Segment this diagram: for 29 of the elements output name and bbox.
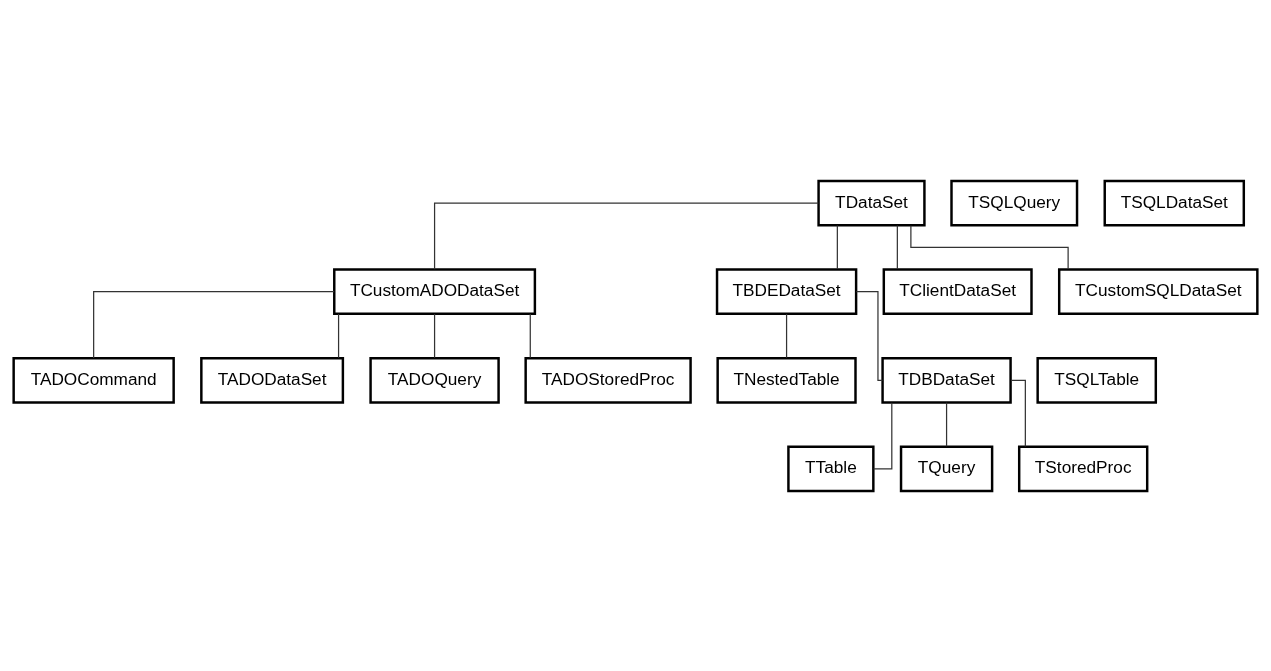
node-box: TADODataSet xyxy=(200,356,345,404)
node-box: TBDEDataSet xyxy=(715,267,858,315)
node-box: TTable xyxy=(787,445,875,492)
node-box: TNestedTable xyxy=(716,356,857,404)
connector xyxy=(896,224,898,270)
connector xyxy=(785,312,788,358)
node-box: TADOStoredProc xyxy=(524,356,692,404)
connector xyxy=(872,401,893,470)
connector xyxy=(529,312,531,358)
connector xyxy=(337,312,340,358)
connector xyxy=(433,201,819,270)
connector xyxy=(945,401,948,447)
connector xyxy=(855,290,884,381)
node-box: TCustomSQLDataSet xyxy=(1057,267,1259,315)
node-box: TQuery xyxy=(899,445,994,492)
connector xyxy=(910,224,1069,270)
connector xyxy=(836,224,838,270)
node-box: TStoredProc xyxy=(1017,445,1149,492)
node-box: TSQLTable xyxy=(1036,356,1158,404)
node-box: TClientDataSet xyxy=(882,267,1033,315)
node-box: TADOQuery xyxy=(369,356,500,404)
connector xyxy=(433,312,436,358)
node-box: TSQLQuery xyxy=(950,179,1079,226)
node-box: TSQLDataSet xyxy=(1103,179,1246,226)
node-box: TDataSet xyxy=(817,179,926,226)
connector xyxy=(93,290,335,359)
node-box: TDBDataSet xyxy=(881,356,1012,404)
node-box: TCustomADODataSet xyxy=(333,267,537,315)
node-box: TADOCommand xyxy=(12,356,175,404)
